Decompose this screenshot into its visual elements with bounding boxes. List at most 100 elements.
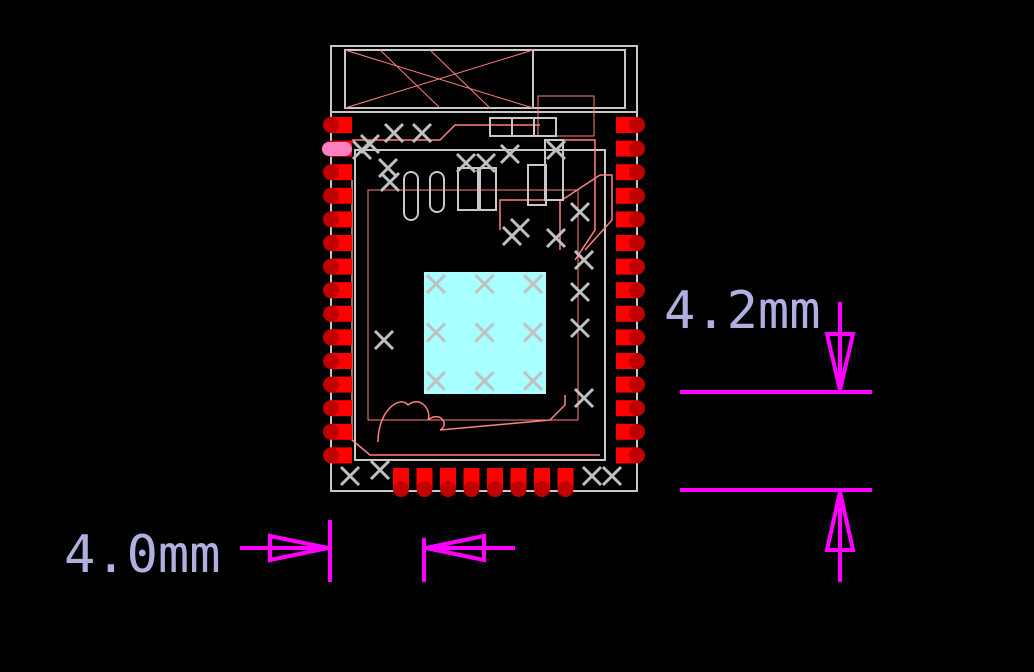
left-pad [323,423,352,440]
via-mark [411,122,433,144]
trace [352,124,540,141]
right-pad [616,329,645,346]
left-pad [323,400,352,417]
left-pad [323,235,352,251]
via-mark [573,249,595,271]
capacitor-outline [403,171,419,221]
bottom-pad [416,468,433,497]
right-pad [616,164,645,181]
module-board [322,45,645,497]
right-pad [616,447,645,464]
via-mark [339,465,361,487]
right-pad [616,235,645,251]
right-pad [616,211,645,228]
left-pad [323,305,352,322]
trace [499,199,561,250]
via-mark [379,171,401,193]
pin1-marker [322,142,352,156]
body-outline [354,149,606,461]
left-pad [323,187,352,204]
via-mark [369,459,391,481]
right-pad [616,305,645,322]
bottom-pad [510,468,527,497]
right-pad [616,187,645,204]
bottom-pad [393,468,409,497]
bottom-pad [534,468,550,497]
right-pad [616,258,645,275]
trace [561,174,613,251]
left-pad [323,329,352,346]
via-mark [501,225,523,247]
bottom-pad [463,468,480,497]
capacitor-outline [479,167,497,211]
left-pad-row [323,117,352,464]
component-outline [527,164,547,206]
via-mark [545,227,567,249]
right-pad [616,117,645,133]
via-mark [373,329,395,351]
thermal-via [474,370,495,392]
antenna-hatch [429,49,491,109]
via-mark [545,139,567,161]
antenna-area [330,45,638,113]
left-pad [323,258,352,275]
right-pad [616,423,645,440]
thermal-via [425,322,447,343]
thermal-via [522,370,544,392]
via-mark [383,122,405,144]
via-mark [581,465,603,487]
via-mark [569,281,591,303]
left-pad [323,117,352,133]
thermal-via [474,322,495,343]
left-pad [323,376,352,393]
bottom-pad [557,468,574,497]
thermal-via [522,322,544,343]
horizontal-dimension: 4.0mm [64,520,515,585]
left-pad [323,447,352,464]
via-mark [475,152,497,174]
via-mark [573,387,595,409]
right-pad [616,400,645,417]
left-pad [323,282,352,299]
right-pad [616,140,645,157]
bottom-pad [440,468,456,497]
component-outline [544,139,564,201]
left-pad [323,353,352,369]
thermal-via-group [425,273,544,392]
thermal-via [425,370,447,392]
dimension-arrowhead [824,332,856,391]
right-pad [616,376,645,393]
capacitor-outline [429,171,445,213]
antenna-hatch [344,49,534,109]
vertical-dimension: 4.2mm [664,281,872,582]
antenna-hatch [379,49,441,109]
via-mark-group [339,122,623,487]
horizontal-dimension-label: 4.0mm [64,525,221,585]
dimension-arrowhead [824,491,856,552]
left-pad [323,164,352,181]
thermal-via [474,273,495,295]
via-mark [569,201,591,223]
capacitor-outline [457,167,479,211]
antenna-block-right [532,49,626,109]
left-pad [323,211,352,228]
vertical-dimension-label: 4.2mm [664,281,821,341]
via-mark [455,152,477,174]
via-mark [351,139,373,161]
trace [560,139,596,261]
via-mark [499,143,521,165]
component-outline [489,117,557,137]
dimension-arrowhead [425,533,486,563]
trace [377,395,566,443]
dimension-arrowhead [268,533,329,563]
body-inner-outline [367,189,579,421]
via-mark [601,465,623,487]
bottom-pad [487,468,503,497]
thermal-via [522,273,544,295]
right-pad-row [616,117,645,464]
bottom-pad-row [393,468,574,497]
thermal-via [425,273,447,295]
via-mark [569,317,591,339]
right-pad [616,353,645,369]
